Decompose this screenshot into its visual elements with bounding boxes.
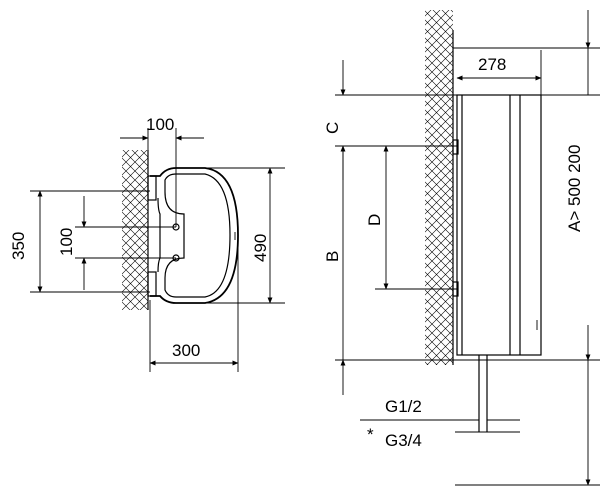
pipe-label-alt: G3/4 (385, 431, 422, 450)
pipe-label-main: G1/2 (385, 397, 422, 416)
pipe-label-alt-marker: * (367, 425, 374, 444)
bracket-outline-inner (164, 173, 231, 298)
dim-label-depth: 300 (172, 341, 200, 360)
heater-tank (456, 94, 542, 356)
bracket-outline-outer (150, 167, 239, 304)
dim-label-b: B (323, 251, 342, 262)
wall-hatch-side-view (425, 10, 453, 365)
dim-label-bracket-span: 350 (9, 232, 28, 260)
top-view: 100 350 100 490 300 (9, 115, 285, 372)
dim-label-bracket-pitch: 100 (57, 228, 76, 256)
bracket-slot-inner (157, 197, 161, 273)
dim-label-c: C (323, 122, 342, 134)
dim-label-d: D (365, 214, 384, 226)
side-view: C B D 278 A> 500 200 G1/2 * G3/4 (323, 10, 600, 486)
dim-label-side-depth: 278 (478, 55, 506, 74)
bracket-flange-upper (147, 175, 157, 201)
bracket-slot (164, 191, 185, 279)
wall-hatch-top-view (122, 150, 148, 310)
dim-label-clearance: A> 500 200 (565, 145, 584, 232)
dim-label-height: 490 (251, 234, 270, 262)
dim-label-wall-offset: 100 (146, 115, 174, 134)
tank-bracket-upper (452, 139, 459, 155)
bracket-flange-lower (147, 271, 157, 297)
